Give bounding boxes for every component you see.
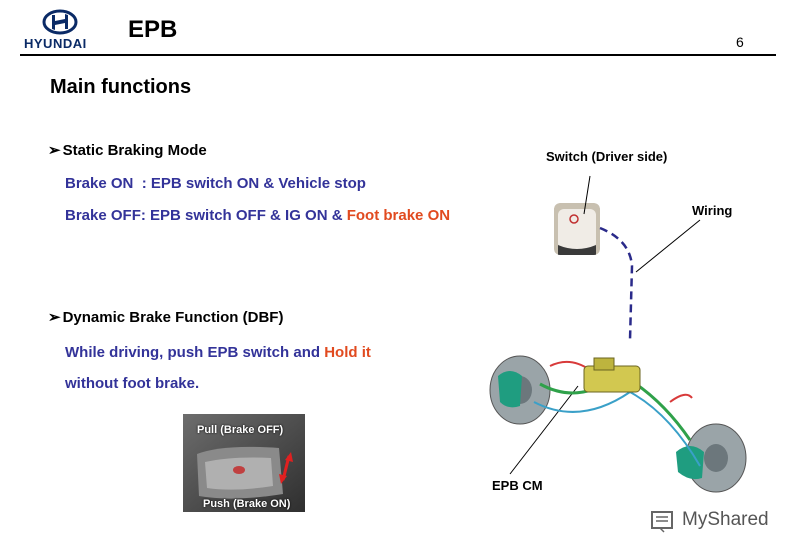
epb-lever-photo <box>183 414 305 512</box>
bullet-arrow-icon: ➢ <box>48 142 61 159</box>
epb-cm-label: EPB CM <box>492 478 543 493</box>
push-label: Push (Brake ON) <box>203 498 291 510</box>
epb-switch-photo <box>554 203 600 255</box>
header-divider <box>20 54 776 56</box>
pull-label: Pull (Brake OFF) <box>197 424 284 436</box>
dbf-line-2: without foot brake. <box>65 375 200 392</box>
wiring-label: Wiring <box>692 203 733 218</box>
hyundai-logo-icon <box>42 9 78 35</box>
epb-system-diagram <box>489 175 747 493</box>
static-braking-title: ➢Static Braking Mode <box>48 142 207 159</box>
watermark-text: MyShared <box>682 509 769 530</box>
page-number: 6 <box>736 34 744 50</box>
myshared-logo-icon <box>651 511 673 533</box>
brake-on-line: Brake ON : EPB switch ON & Vehicle stop <box>65 175 366 192</box>
switch-label: Switch (Driver side) <box>546 149 668 164</box>
bullet-arrow-icon: ➢ <box>48 309 61 326</box>
brand-name: HYUNDAI <box>24 36 87 51</box>
section-heading: Main functions <box>50 76 192 98</box>
dbf-line-1: While driving, push EPB switch and Hold … <box>65 344 371 361</box>
dbf-title: ➢Dynamic Brake Function (DBF) <box>48 309 284 326</box>
brake-off-line: Brake OFF: EPB switch OFF & IG ON & Foot… <box>65 207 451 224</box>
page-title: EPB <box>128 16 178 43</box>
